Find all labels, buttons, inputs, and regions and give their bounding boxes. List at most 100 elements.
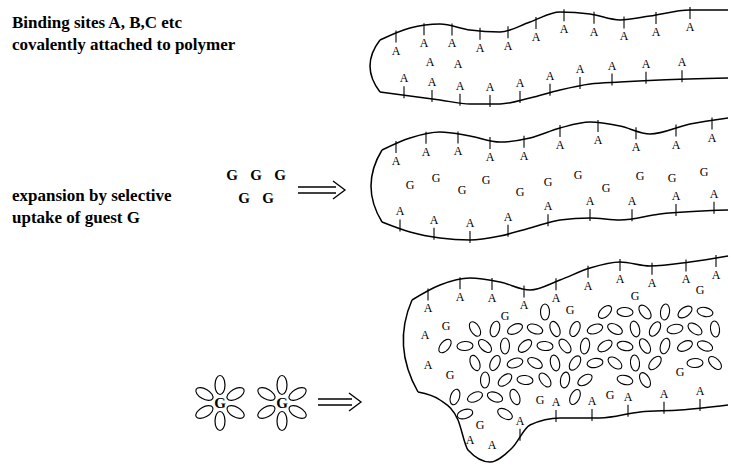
binding-tick [489, 95, 490, 107]
guest-letter: G [446, 369, 455, 381]
binding-tick [395, 31, 396, 43]
solvent-oval [586, 322, 604, 336]
solvent-oval [637, 337, 653, 355]
solvent-oval [616, 374, 634, 387]
binding-tick [549, 84, 550, 96]
binding-site-letter: A [516, 77, 525, 89]
binding-tick [459, 94, 460, 106]
binding-site-letter: A [428, 76, 437, 88]
guest-letter: G [476, 419, 485, 431]
solvent-oval [496, 371, 514, 388]
solvent-oval [576, 372, 594, 388]
guest-letter: G [668, 172, 677, 184]
binding-site-letter: A [648, 277, 657, 289]
solvent-oval [194, 403, 215, 421]
guest-letter: G [700, 166, 709, 178]
guest-letter: G [276, 396, 288, 411]
solvent-oval [476, 337, 494, 355]
solvent-oval [710, 321, 721, 338]
binding-tick [423, 23, 424, 35]
binding-tick [611, 74, 612, 86]
solvent-oval [448, 388, 462, 406]
polymer-strand [403, 256, 728, 462]
uptake-arrow [298, 181, 345, 199]
arrow-shaft [318, 398, 352, 399]
binding-tick [631, 209, 632, 221]
solvent-oval [526, 355, 544, 371]
binding-site-letter: A [584, 280, 593, 292]
binding-site-letter: A [400, 72, 409, 84]
solvent-oval [225, 385, 246, 403]
solvent-oval [516, 337, 534, 354]
solvent-oval [686, 321, 704, 338]
solvent-oval [559, 371, 571, 388]
binding-site-letter: A [520, 150, 529, 162]
solvent-oval [687, 358, 703, 368]
binding-site-letter: A [586, 195, 595, 207]
strand-edge [418, 392, 728, 462]
solvent-oval [606, 321, 624, 336]
guest-letter: G [482, 174, 491, 186]
binding-tick [459, 277, 460, 289]
guest-letter: G [238, 191, 250, 206]
binding-tick [479, 28, 480, 40]
binding-site-letter: A [486, 81, 495, 93]
solvent-oval [666, 323, 683, 335]
binding-tick [395, 141, 396, 153]
arrow-head [333, 181, 345, 199]
binding-site-letter: A [588, 395, 597, 407]
binding-site-letter: A [504, 40, 513, 52]
guest-letter: G [274, 168, 286, 183]
solvent-oval [496, 406, 514, 422]
binding-site-letter: A [488, 439, 497, 451]
binding-tick [507, 225, 508, 237]
solvent-ovals [436, 303, 723, 422]
binding-tick [559, 125, 560, 137]
binding-tick [711, 118, 712, 130]
binding-site-letter: A [392, 155, 401, 167]
binding-site-letter: A [632, 141, 641, 153]
guest-letter: G [606, 389, 615, 401]
binding-site-letter: A [546, 70, 555, 82]
solvent-oval [646, 354, 663, 372]
binding-site-letter: A [544, 200, 553, 212]
binding-site-letter: A [696, 385, 705, 397]
binding-site-letter: A [396, 205, 405, 217]
binding-tick [425, 132, 426, 144]
solvent-oval [526, 322, 544, 336]
solvated-guests [194, 376, 309, 431]
solvent-oval [467, 320, 483, 338]
solvent-oval [506, 321, 524, 336]
solvent-oval [616, 340, 634, 352]
solvent-oval [647, 320, 663, 338]
binding-tick [651, 263, 652, 275]
binding-site-letter: A [532, 31, 541, 43]
binding-site-letter: A [421, 329, 430, 341]
binding-site-letter: A [620, 30, 629, 42]
binding-site-letter: A [616, 273, 625, 285]
binding-site-letter: A [504, 211, 513, 223]
binding-site-letter: A [556, 139, 565, 151]
binding-tick [523, 285, 524, 297]
solvent-oval [548, 320, 563, 338]
guest-letter: G [226, 168, 238, 183]
binding-site-letter: A [424, 359, 433, 371]
binding-site-letter: A [628, 195, 637, 207]
binding-tick [685, 259, 686, 271]
solvent-oval [215, 376, 225, 395]
binding-tick [713, 202, 714, 214]
uptake-arrow [318, 393, 361, 411]
binding-tick [699, 399, 700, 411]
solvent-oval [436, 337, 453, 355]
binding-site-letter: A [448, 37, 457, 49]
binding-site-letter: A [454, 145, 463, 157]
guest-letter: G [636, 170, 645, 182]
solvent-oval [676, 304, 694, 321]
binding-tick [663, 402, 664, 414]
binding-site-letter: A [466, 217, 475, 229]
binding-tick [451, 23, 452, 35]
binding-site-letter: A [422, 146, 431, 158]
binding-tick [403, 86, 404, 98]
binding-site-letter: A [672, 190, 681, 202]
